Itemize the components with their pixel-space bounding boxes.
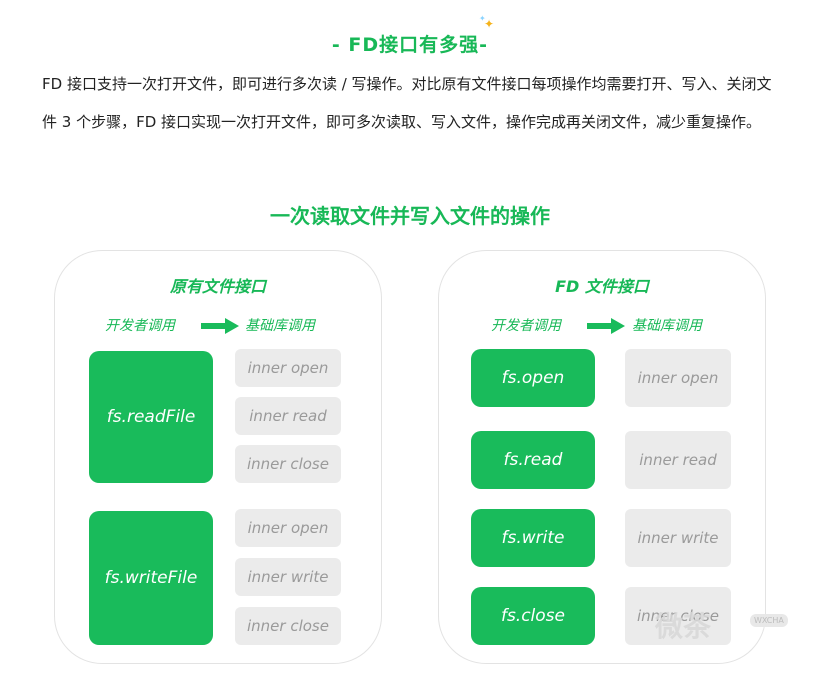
inner-close-box: inner close: [625, 587, 731, 645]
fs-write-box: fs.write: [471, 509, 595, 567]
fd-interface-panel: FD 文件接口 开发者调用 基础库调用 fs.open inner open f…: [438, 250, 766, 664]
inner-open-box: inner open: [235, 509, 341, 547]
fs-read-box: fs.read: [471, 431, 595, 489]
inner-write-box: inner write: [235, 558, 341, 596]
inner-read-box: inner read: [235, 397, 341, 435]
watermark-badge: WXCHA: [750, 614, 788, 627]
fs-close-box: fs.close: [471, 587, 595, 645]
inner-open-box: inner open: [235, 349, 341, 387]
inner-open-box: inner open: [625, 349, 731, 407]
page-title: - FD接口有多强-: [331, 34, 489, 56]
sparkle-small-icon: ✦: [479, 14, 486, 23]
fs-open-box: fs.open: [471, 349, 595, 407]
sparkle-icon: ✦: [484, 17, 495, 31]
original-interface-panel: 原有文件接口 开发者调用 基础库调用 fs.readFile inner ope…: [54, 250, 382, 664]
inner-close-box: inner close: [235, 445, 341, 483]
intro-paragraph: FD 接口支持一次打开文件，即可进行多次读 / 写操作。对比原有文件接口每项操作…: [42, 75, 772, 131]
fs-readfile-box: fs.readFile: [89, 351, 213, 483]
arrow-right-icon: [201, 318, 239, 334]
right-flow-row: 开发者调用 基础库调用: [439, 315, 765, 337]
diagram-title: 一次读取文件并写入文件的操作: [270, 204, 550, 228]
library-call-label: 基础库调用: [245, 318, 315, 334]
watermark-logo: 微茶: [655, 610, 712, 643]
inner-write-box: inner write: [625, 509, 731, 567]
developer-call-label: 开发者调用: [491, 318, 561, 334]
left-flow-row: 开发者调用 基础库调用: [55, 315, 381, 337]
developer-call-label: 开发者调用: [105, 318, 175, 334]
inner-close-box: inner close: [235, 607, 341, 645]
library-call-label: 基础库调用: [632, 318, 702, 334]
left-panel-title: 原有文件接口: [169, 277, 266, 296]
arrow-right-icon: [587, 318, 625, 334]
fs-writefile-box: fs.writeFile: [89, 511, 213, 645]
right-panel-title: FD 文件接口: [555, 277, 649, 296]
inner-read-box: inner read: [625, 431, 731, 489]
